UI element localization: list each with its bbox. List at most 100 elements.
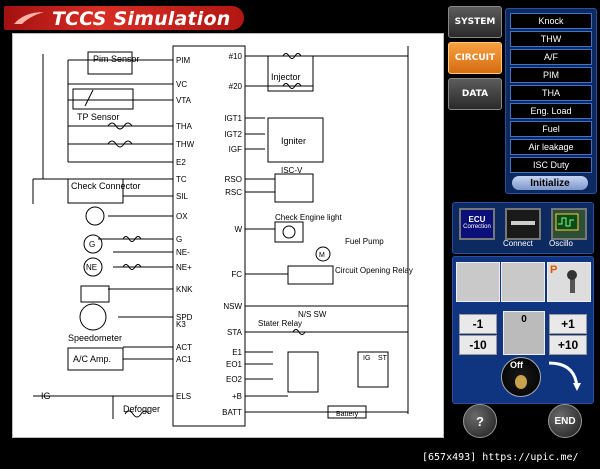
circuit-mode-button[interactable]: CIRCUIT [448, 42, 502, 74]
battery-label: Battery [336, 411, 359, 418]
gear-lever-icon [567, 270, 577, 293]
ecu-pin-label: PIM [176, 56, 191, 65]
data-mode-button[interactable]: DATA [448, 78, 502, 110]
off-label: Off [510, 360, 523, 370]
oscillo-label: Oscillo [549, 239, 574, 248]
check-connector-label: Check Connector [71, 181, 141, 191]
watermark: [657x493] https://upic.me/ [420, 452, 581, 463]
oscillo-button[interactable] [551, 208, 587, 240]
help-button[interactable]: ? [463, 404, 497, 438]
defogger-label: Defogger [123, 404, 160, 414]
gear-selector-slot[interactable]: P [547, 262, 591, 302]
oscilloscope-icon [555, 213, 579, 231]
signal-item[interactable]: Air leakage [510, 139, 592, 155]
fuel-pump-label: Fuel Pump [345, 237, 384, 246]
park-label: P [550, 264, 558, 276]
ecu-pin-label: G [176, 235, 182, 244]
signal-item[interactable]: Knock [510, 13, 592, 29]
ecu-pin-label: VC [176, 80, 187, 89]
circuit-diagram: Pim Sensor TP Sensor Check Connector G N… [12, 33, 444, 438]
ecu-pin-label: OX [176, 212, 188, 221]
signal-item[interactable]: THA [510, 85, 592, 101]
ecu-pin-label: #20 [229, 82, 243, 91]
ig-switch-label: IG [363, 355, 370, 362]
ecu-pin-label: VTA [176, 96, 192, 105]
turn-arrow-icon [548, 361, 581, 391]
logo-swoosh-icon [14, 12, 44, 24]
ecu-pin-label: E1 [232, 348, 242, 357]
tools-panel: ECU Correction Connect Oscillo [452, 202, 594, 254]
plus10-button[interactable]: +10 [549, 335, 587, 355]
system-mode-button[interactable]: SYSTEM [448, 6, 502, 38]
ecu-pin-label: #10 [229, 52, 243, 61]
ecu-sub-label: Correction [463, 224, 491, 230]
display-slot-2 [501, 262, 545, 302]
g-label: G [89, 240, 95, 249]
isc-v-label: ISC-V [281, 166, 303, 175]
ecu-pin-label: E2 [176, 158, 186, 167]
value-display: 0 [503, 311, 545, 355]
ignition-key-button[interactable]: Off [501, 357, 541, 397]
signal-item[interactable]: Eng. Load [510, 103, 592, 119]
display-slot-1 [456, 262, 500, 302]
ecu-pin-label: ACT [176, 343, 192, 352]
ecu-pin-label: IGT2 [224, 130, 242, 139]
pim-sensor-label: Pim Sensor [93, 54, 140, 64]
end-button[interactable]: END [548, 404, 582, 438]
ecu-correction-button[interactable]: ECU Correction [459, 208, 495, 240]
ecu-pin-label: EO2 [226, 375, 243, 384]
ecu-pin-label: SIL [176, 192, 189, 201]
ecu-label: ECU [468, 215, 486, 224]
signal-item[interactable]: ISC Duty [510, 157, 592, 173]
ecu-pin-label: NE+ [176, 263, 192, 272]
initialize-button[interactable]: Initialize [512, 176, 588, 190]
signal-item[interactable]: Fuel [510, 121, 592, 137]
signal-item[interactable]: THW [510, 31, 592, 47]
signal-item[interactable]: PIM [510, 67, 592, 83]
ecu-pin-label: FC [231, 270, 242, 279]
st-switch-label: ST [378, 355, 388, 362]
pump-motor-label: M [319, 252, 325, 259]
ecu-box [172, 45, 246, 427]
circuit-opening-relay-label: Circuit Opening Relay [335, 266, 413, 275]
tp-sensor-label: TP Sensor [77, 112, 119, 122]
starter-relay-label: Stater Relay [258, 319, 302, 328]
ac-amp-label: A/C Amp. [73, 354, 111, 364]
value-text: 0 [521, 314, 527, 325]
connect-icon [511, 221, 535, 225]
ecu-pin-label: NE- [176, 248, 190, 257]
ecu-pin-label: K3 [176, 320, 186, 329]
ecu-pin-label: THW [176, 140, 195, 149]
ecu-pin-label: STA [227, 328, 243, 337]
ig-label: IG [41, 391, 51, 401]
app-title: TCCS Simulation [52, 8, 231, 30]
ecu-pin-label: THA [176, 122, 193, 131]
connect-button[interactable] [505, 208, 541, 240]
ecu-pin-label: +B [232, 392, 242, 401]
ecu-pin-label: RSO [225, 175, 242, 184]
ecu-pin-label: NSW [223, 302, 242, 311]
connect-label: Connect [503, 239, 533, 248]
igniter-label: Igniter [281, 136, 306, 146]
key-icon [515, 375, 527, 389]
injector-label: Injector [271, 72, 301, 82]
ecu-pin-label: TC [176, 175, 187, 184]
plus1-button[interactable]: +1 [549, 314, 587, 334]
signal-item[interactable]: A/F [510, 49, 592, 65]
ne-label: NE [86, 263, 97, 272]
ecu-pin-label: IGT1 [224, 114, 242, 123]
ecu-pin-label: BATT [222, 408, 242, 417]
check-engine-light-label: Check Engine light [275, 213, 342, 222]
ecu-pin-label: ELS [176, 392, 191, 401]
ecu-pin-label: SPD [176, 313, 193, 322]
minus10-button[interactable]: -10 [459, 335, 497, 355]
ns-sw-label: N/S SW [298, 310, 327, 319]
ecu-pin-label: EO1 [226, 360, 243, 369]
ecu-pin-label: IGF [229, 145, 242, 154]
circuit-diagram-svg: Pim Sensor TP Sensor Check Connector G N… [32, 45, 413, 427]
title-bar: TCCS Simulation [4, 6, 244, 30]
speedometer-label: Speedometer [68, 333, 122, 343]
ecu-pin-label: W [234, 225, 242, 234]
minus1-button[interactable]: -1 [459, 314, 497, 334]
